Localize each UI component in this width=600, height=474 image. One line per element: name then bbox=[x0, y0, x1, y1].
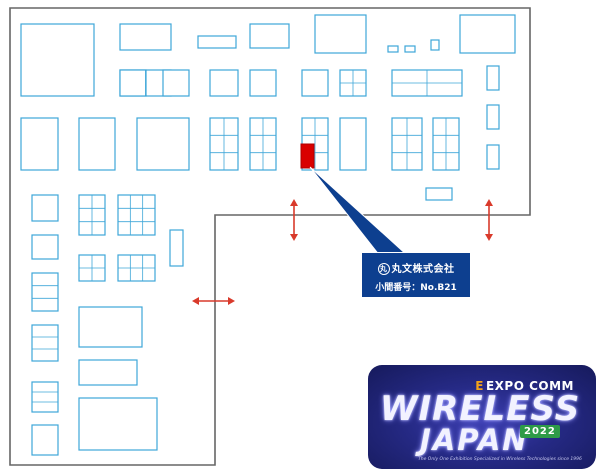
booth-43[interactable] bbox=[78, 397, 158, 451]
booth-11[interactable] bbox=[209, 69, 239, 97]
booth-41[interactable] bbox=[31, 381, 59, 413]
expo-comm-text: EXPO COMM bbox=[485, 379, 574, 393]
expo-mark-icon: E bbox=[475, 379, 484, 393]
booth-38[interactable] bbox=[31, 324, 59, 362]
logo-tagline: The Only One Exhibition Specialized in W… bbox=[418, 457, 582, 462]
booth-28[interactable] bbox=[486, 144, 500, 170]
aisle-arrow-1 bbox=[290, 199, 298, 241]
booth-5[interactable] bbox=[387, 45, 399, 53]
highlighted-booth-b21[interactable] bbox=[300, 143, 315, 169]
booth-29[interactable] bbox=[425, 187, 453, 201]
booth-3[interactable] bbox=[249, 23, 290, 49]
callout-company-row: 丸丸文株式会社 bbox=[362, 260, 470, 275]
exhibitor-callout: 丸丸文株式会社 小間番号：No.B21 bbox=[361, 252, 471, 298]
booth-33[interactable] bbox=[169, 229, 184, 267]
company-mark-icon: 丸 bbox=[377, 263, 390, 275]
logo-year-badge: 2022 bbox=[520, 425, 560, 438]
callout-pointer bbox=[309, 166, 410, 257]
booth-32[interactable] bbox=[117, 194, 156, 236]
booth-1[interactable] bbox=[119, 23, 172, 51]
booth-6[interactable] bbox=[404, 45, 416, 53]
logo-word-japan: JAPAN bbox=[420, 423, 529, 457]
aisle-arrow-3 bbox=[192, 297, 235, 305]
booth-7[interactable] bbox=[430, 39, 440, 51]
booth-27[interactable] bbox=[486, 104, 500, 130]
aisle-arrow-2 bbox=[485, 199, 493, 241]
booth-0[interactable] bbox=[20, 23, 95, 97]
booth-8[interactable] bbox=[459, 14, 516, 54]
booth-40[interactable] bbox=[78, 359, 138, 386]
booth-30[interactable] bbox=[31, 194, 59, 222]
booth-10[interactable] bbox=[162, 69, 190, 97]
booth-18[interactable] bbox=[20, 117, 59, 171]
callout-company-name: 丸文株式会社 bbox=[391, 264, 455, 275]
hall-wall bbox=[9, 7, 531, 466]
booth-13[interactable] bbox=[301, 69, 329, 97]
booth-34[interactable] bbox=[31, 234, 59, 260]
booth-4[interactable] bbox=[314, 14, 367, 54]
callout-booth-number: 小間番号：No.B21 bbox=[375, 283, 457, 293]
logo-word-wireless: WIRELESS bbox=[380, 389, 581, 429]
booth-24[interactable] bbox=[339, 117, 367, 171]
booth-20[interactable] bbox=[136, 117, 190, 171]
booth-17[interactable] bbox=[119, 69, 147, 97]
booth-16[interactable] bbox=[486, 65, 500, 91]
booth-2[interactable] bbox=[197, 35, 237, 49]
booth-12[interactable] bbox=[249, 69, 277, 97]
booth-42[interactable] bbox=[31, 424, 59, 456]
booth-tick-layer bbox=[32, 70, 462, 403]
booth-39[interactable] bbox=[78, 306, 143, 348]
booth-19[interactable] bbox=[78, 117, 116, 171]
booth-37[interactable] bbox=[31, 272, 59, 312]
